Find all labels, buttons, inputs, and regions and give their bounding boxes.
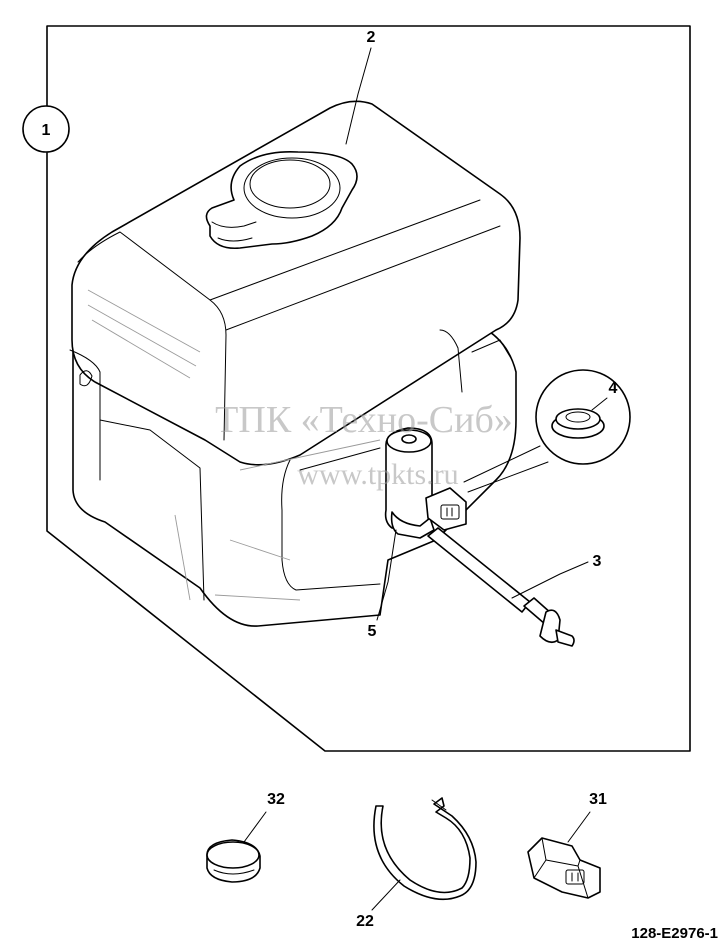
watermark-url: www.tpkts.ru	[297, 458, 458, 491]
watermark-company: ТПК «Техно-Сиб»	[215, 399, 513, 441]
callout-3: 3	[511, 553, 602, 599]
drawing-reference: 128-E2976-1	[631, 925, 718, 942]
callout-22: 22	[356, 879, 401, 930]
callout-4-label: 4	[609, 380, 618, 397]
washer-reservoir-tank	[69, 100, 521, 627]
callout-2: 2	[345, 29, 376, 145]
callout-32-label: 32	[267, 791, 285, 808]
callout-5-label: 5	[368, 623, 377, 640]
callout-2-label: 2	[367, 29, 376, 46]
callout-22-label: 22	[356, 913, 374, 930]
callout-1-label: 1	[42, 122, 51, 139]
callout-31: 31	[567, 791, 607, 843]
filler-cap	[205, 150, 358, 250]
washer-hose	[427, 527, 575, 647]
electrical-connector	[527, 837, 601, 899]
cable-tie	[373, 797, 477, 901]
washer-pump	[384, 427, 467, 539]
callout-5: 5	[368, 529, 397, 640]
callout-31-label: 31	[589, 791, 607, 808]
callout-4: 4	[591, 380, 618, 411]
callout-3-label: 3	[593, 553, 602, 570]
assembly-frame	[46, 25, 691, 752]
grommet-detail	[463, 369, 631, 493]
blanking-plug	[206, 839, 261, 883]
callout-1: 1	[22, 105, 70, 153]
callout-32: 32	[243, 791, 285, 843]
